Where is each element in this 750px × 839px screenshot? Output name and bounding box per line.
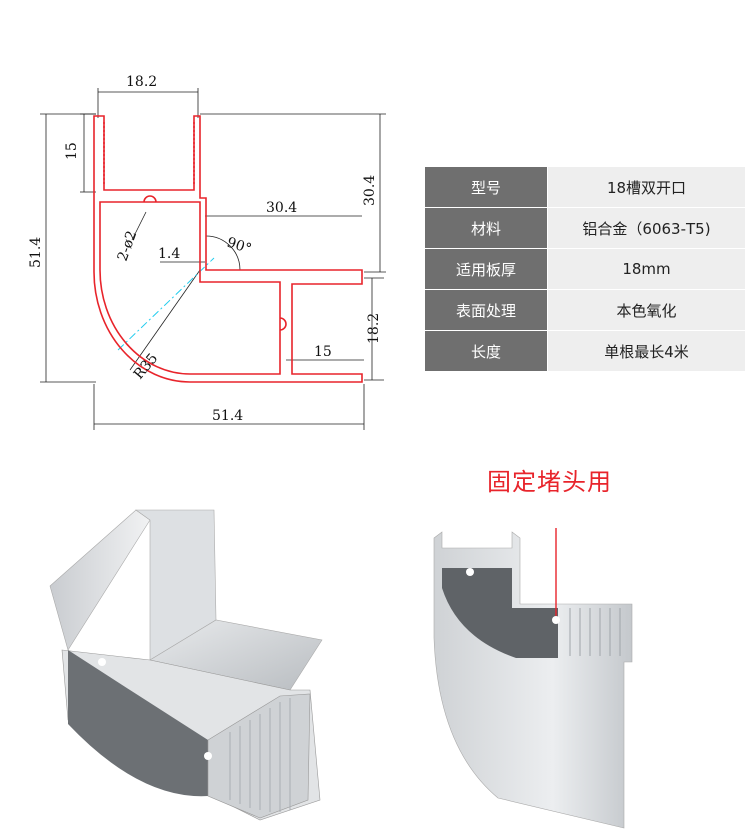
spec-key: 材料 (424, 207, 548, 249)
dim-inner-span: 30.4 (266, 200, 297, 216)
dim-top-width: 18.2 (126, 74, 157, 90)
dimension-lines (40, 88, 386, 430)
dim-left-slot-depth: 15 (64, 142, 80, 160)
spec-key: 型号 (424, 166, 548, 208)
spec-row: 长度 单根最长4米 (424, 330, 746, 372)
product-photo-right (433, 528, 633, 829)
annotation-label: 固定堵头用 (487, 468, 612, 496)
spec-key: 表面处理 (424, 289, 548, 331)
dim-right-slot-width: 18.2 (366, 313, 382, 344)
dim-right-height: 30.4 (362, 175, 378, 206)
spec-row: 适用板厚 18mm (424, 248, 746, 290)
centerline (117, 257, 215, 351)
spec-value: 单根最长4米 (547, 330, 746, 372)
grooves (569, 608, 621, 656)
dim-overall-width: 51.4 (212, 408, 243, 424)
profile-outline (93, 115, 363, 383)
dim-offset: 1.4 (158, 246, 180, 262)
spec-value: 本色氧化 (547, 289, 746, 331)
spec-key: 长度 (424, 330, 548, 372)
spec-table: 型号 18槽双开口 材料 铝合金（6063-T5) 适用板厚 18mm 表面处理… (424, 166, 746, 372)
grooves (229, 698, 291, 812)
spec-key: 适用板厚 (424, 248, 548, 290)
dim-hole: 2-ø2 (115, 229, 141, 264)
spec-value: 铝合金（6063-T5) (547, 207, 746, 249)
spec-value: 18槽双开口 (547, 166, 746, 208)
profile-drawing: 18.2 15 51.4 30.4 30.4 2-ø2 1.4 90° 18.2… (28, 74, 386, 430)
spec-row: 材料 铝合金（6063-T5) (424, 207, 746, 249)
product-photo-left (49, 509, 323, 821)
spec-row: 型号 18槽双开口 (424, 166, 746, 208)
spec-value: 18mm (547, 248, 746, 290)
dim-angle: 90° (225, 235, 254, 258)
dim-right-slot-depth: 15 (314, 344, 332, 360)
spec-row: 表面处理 本色氧化 (424, 289, 746, 331)
dim-overall-height: 51.4 (28, 237, 44, 268)
